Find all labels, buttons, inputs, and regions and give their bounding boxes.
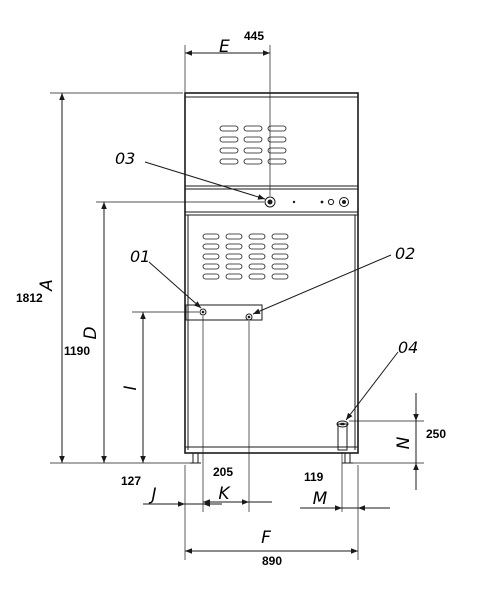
connection-02 <box>245 313 253 321</box>
dim-value-f: 890 <box>262 554 282 568</box>
switch-knob <box>327 198 335 206</box>
connection-bracket <box>185 304 263 321</box>
upper-vent-grille <box>219 125 287 165</box>
cabinet-outline <box>184 92 359 454</box>
control-panel <box>264 196 349 208</box>
dim-value-d: 1190 <box>64 344 90 358</box>
leader-01 <box>148 261 202 309</box>
foot-left <box>192 452 199 464</box>
dim-letter-a: A <box>37 279 57 292</box>
callout-03: 03 <box>115 149 135 168</box>
dim-value-a: 1812 <box>16 291 43 305</box>
dimension-lines <box>59 50 419 554</box>
dim-value-n: 250 <box>426 427 446 441</box>
callout-leaders <box>144 161 399 421</box>
connection-plate <box>185 304 263 321</box>
dim-letter-d: D <box>81 326 101 339</box>
indicator-light <box>292 200 296 204</box>
callout-04: 04 <box>398 338 418 357</box>
dim-letter-e: E <box>219 37 230 57</box>
callout-02: 02 <box>395 244 415 263</box>
lower-vent-grille <box>202 233 289 280</box>
dim-letter-f: F <box>261 528 271 548</box>
dim-letter-j: J <box>148 485 156 505</box>
dim-letter-k: K <box>218 484 231 504</box>
dim-letter-m: M <box>313 489 328 509</box>
dim-value-k: 205 <box>213 465 233 479</box>
indicator-light <box>320 200 324 204</box>
foot-right <box>344 452 351 464</box>
leader-03 <box>144 161 266 200</box>
callout-01: 01 <box>130 247 150 266</box>
leader-02 <box>252 254 392 315</box>
dim-letter-n: N <box>394 436 414 449</box>
thermostat-knob <box>339 197 349 207</box>
dim-value-e: 445 <box>244 29 264 43</box>
connection-01 <box>199 308 207 316</box>
top-rim <box>184 92 359 98</box>
leader-04 <box>345 351 399 421</box>
dim-value-j: 127 <box>121 474 141 488</box>
dim-value-m: 119 <box>304 470 324 484</box>
dim-letter-i: I <box>121 385 141 390</box>
flue-connection-03 <box>264 196 276 208</box>
drain-outlet-04 <box>336 420 349 451</box>
